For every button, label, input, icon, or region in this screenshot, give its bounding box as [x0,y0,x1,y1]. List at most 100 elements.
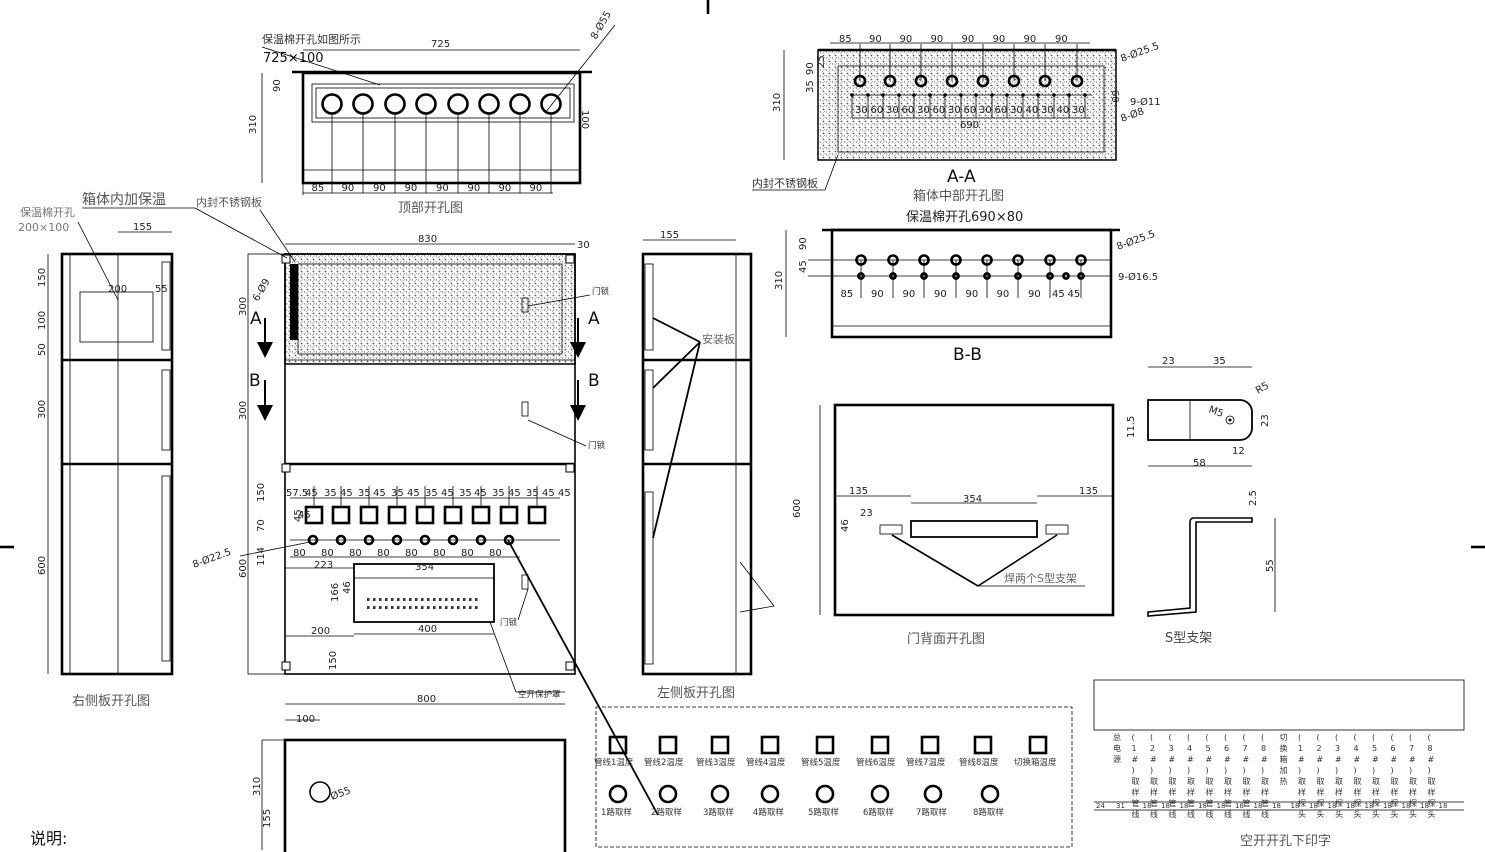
panel-label-row1: 管线2温度 [644,757,684,768]
top-hole [447,93,469,115]
breaker-slot [445,598,448,601]
print-column-char: ) [1354,766,1357,775]
sb-r5: R5 [1254,380,1271,396]
bb-spec-1: 8-Ø25.5 [1115,228,1157,253]
bottom-view: 100 Ø55 310 155 说明: [30,714,567,852]
door-dim-23: 23 [860,508,873,519]
rs-dim-300: 300 [37,400,48,419]
breaker-slot [385,598,388,601]
print-column-char: 取 [1317,777,1325,786]
print-column-char: 取 [1298,777,1306,786]
front-lock-1: 门锁 [592,286,610,297]
print-column-char: 总 [1113,732,1121,742]
print-column-char: 源 [1113,755,1121,764]
aa-dim-310: 310 [772,93,783,112]
print-width-value: 18 [1309,802,1318,810]
sb-m5: M5 [1207,404,1225,419]
print-column-char: 取 [1372,777,1380,786]
front-round-holes [290,534,560,546]
panel-label-row1: 管线5温度 [801,757,841,768]
aa-sub-dim: 30 [855,105,868,116]
panel-round-hole [815,784,835,804]
print-column-char: # [1372,755,1379,764]
aa-spacing-dim: 90 [962,34,975,45]
print-column-char: # [1261,755,1268,764]
panel-round-hole [760,784,780,804]
aa-sub-dim: 30 [1072,105,1085,116]
aa-sub-dim: 30 [1010,105,1023,116]
left-side-view: 安装板 155 左侧板开孔图 [641,230,775,701]
breaker-slot [409,606,412,609]
aa-spacing-dim: 90 [1055,34,1068,45]
print-column-char: 取 [1261,777,1269,786]
print-column-char: 4 [1354,744,1359,753]
cut-a-left: A [250,309,262,329]
bb-dim-310: 310 [774,271,785,290]
top-spacing-dim: 85 [312,183,325,194]
breaker-slot [457,598,460,601]
breaker-slot [475,598,478,601]
door-back-view: 600 135 135 354 23 46 焊两个S型支架 门背面开孔图 [792,403,1115,647]
label-panel: 管线1温度管线2温度管线3温度管线4温度管线5温度管线6温度管线7温度管线8温度… [594,706,1073,848]
print-column-char: 头 [1298,809,1306,819]
front-dim-150: 150 [256,483,267,502]
print-column-char: ( [1409,733,1412,742]
top-spacing-dim: 90 [373,183,386,194]
aa-spacing-dim: 85 [839,34,852,45]
print-column-char: 样 [1150,787,1158,797]
top-hole [509,93,531,115]
door-dim-46: 46 [840,519,851,532]
print-column-char: 2 [1317,744,1322,753]
panel-label-row1: 管线1温度 [594,757,634,768]
top-spacing-dim: 90 [530,183,543,194]
print-column-char: 样 [1261,787,1269,797]
panel-label-row1: 管线7温度 [906,757,946,768]
print-width-value: 31 [1116,802,1125,810]
front-square-hole [387,505,407,525]
front-dim-46: 46 [342,581,353,594]
print-width-value: 18 [1328,802,1337,810]
aa-sub-dim: 40 [1026,105,1039,116]
front-lower-dim: 80 [433,548,446,559]
ls-mount-plate: 安装板 [702,332,735,346]
rs-dim-150: 150 [37,268,48,287]
print-column-char: 7 [1409,744,1414,753]
panel-label-row2: 7路取样 [916,807,947,818]
front-dim-300b: 300 [238,401,249,420]
right-side-view: 保温棉开孔 200×100 155 200 55 150 100 50 300 … [18,205,174,709]
print-column-char: 1 [1298,744,1303,753]
breaker-slot [415,606,418,609]
print-table: 总电源(1#)取样管线(2#)取样管线(3#)取样管线(4#)取样管线(5#)取… [1093,679,1465,849]
bb-spacing-dim: 90 [966,289,979,300]
print-column-char: 线 [1187,809,1195,819]
panel-label-row2: 3路取样 [703,807,734,818]
front-square-hole [331,505,351,525]
front-view: 箱体内加保温 内封不锈钢板 830 30 6-Ø9 门锁 门锁 门锁 A A B… [82,192,659,816]
print-width-value: 18 [1291,802,1300,810]
door-dim-135b: 135 [1079,486,1098,497]
breaker-slot [385,606,388,609]
breaker-slot [391,606,394,609]
panel-square-hole [1028,735,1048,755]
print-column-char: ) [1335,766,1338,775]
bot-dim-100: 100 [296,714,315,725]
print-column-char: 8 [1428,744,1433,753]
print-column-char: ( [1428,733,1431,742]
panel-round-hole [710,784,730,804]
breaker-slot [367,598,370,601]
print-column-char: # [1335,755,1342,764]
breaker-slots [367,598,478,609]
print-column-char: 头 [1354,809,1362,819]
sheet-frame-ticks [0,0,1485,549]
front-square-hole [499,505,519,525]
front-lower-dim: 80 [489,548,502,559]
bb-dim-90: 90 [798,237,809,250]
print-column-char: ( [1224,733,1227,742]
panel-square-hole [658,735,678,755]
print-column-char: ) [1206,766,1209,775]
aa-sub-dim: 60 [995,105,1008,116]
rs-dim-200: 200 [108,284,127,295]
